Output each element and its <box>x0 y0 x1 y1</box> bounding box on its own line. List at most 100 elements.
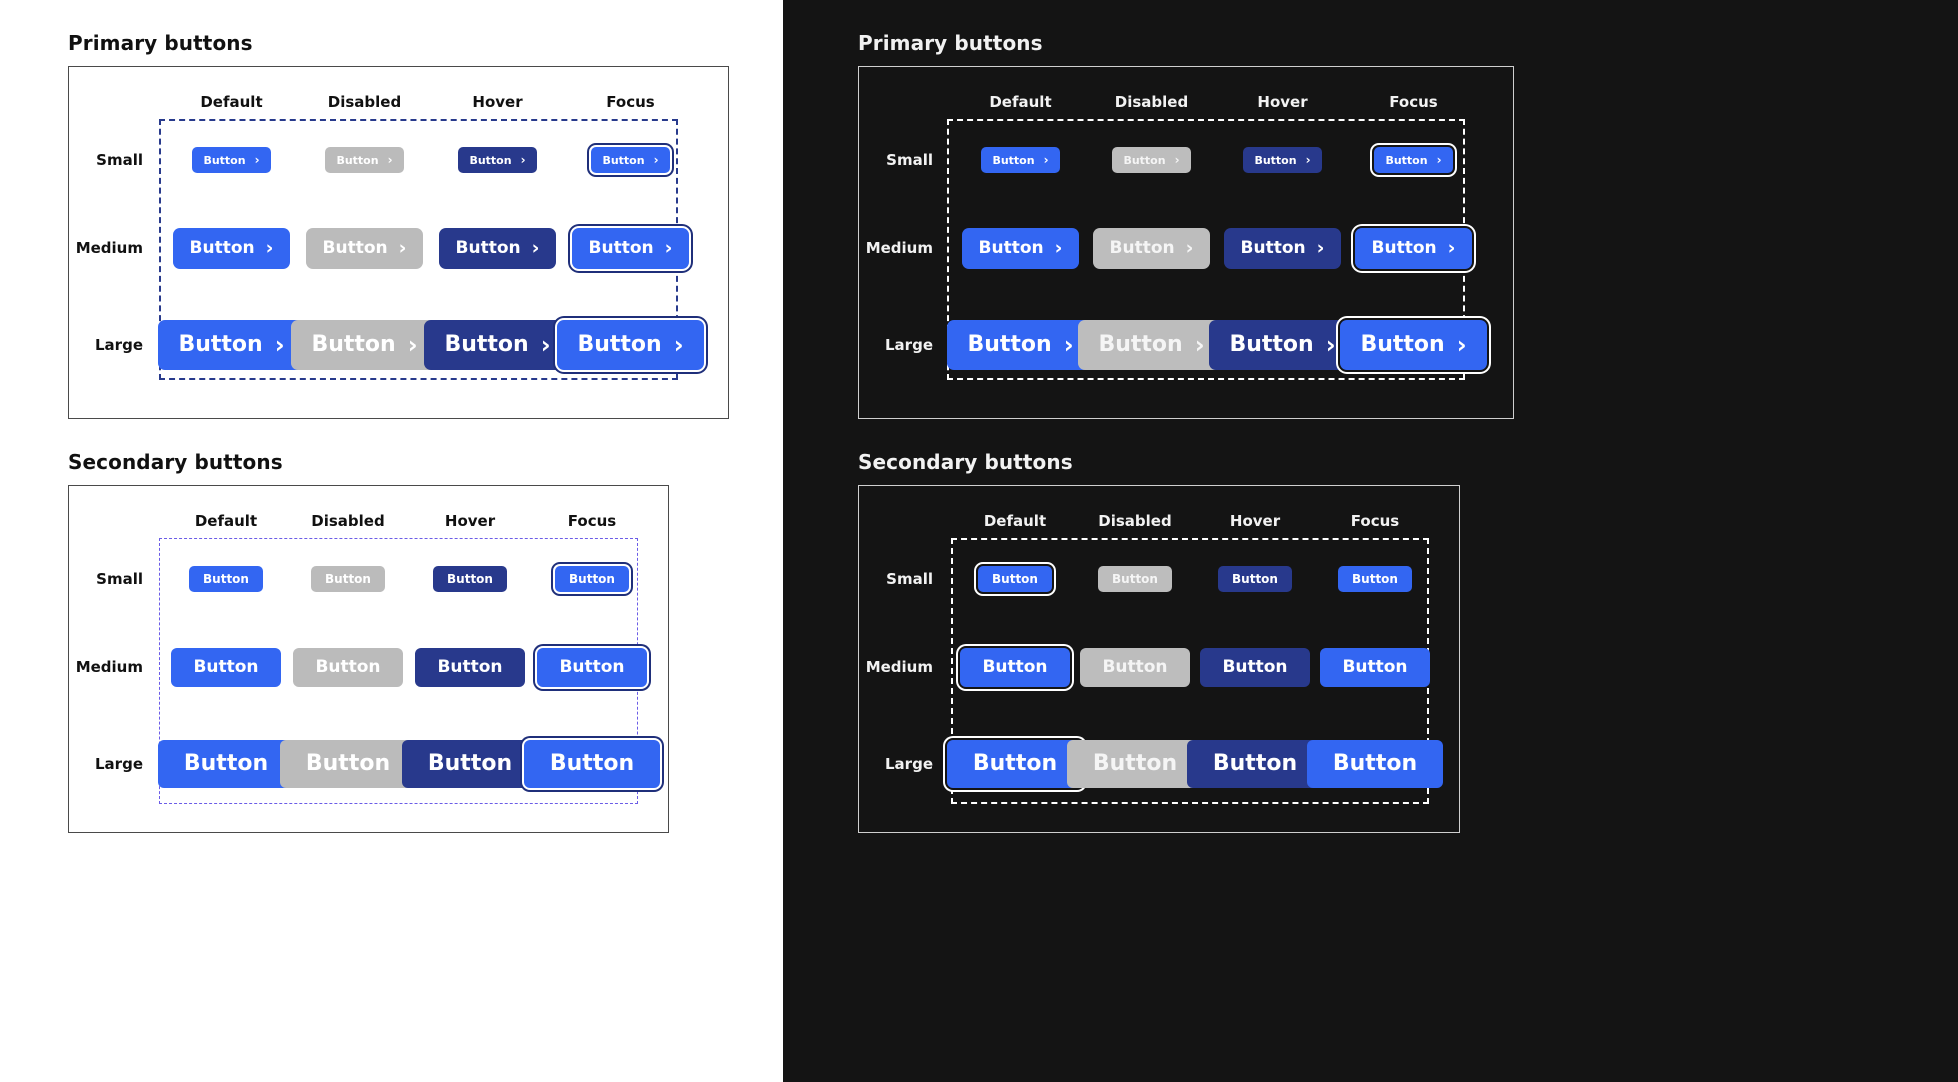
button-label: Button <box>189 237 255 258</box>
primary-button-large-default[interactable]: Button› <box>158 320 305 370</box>
button-label: Button <box>178 332 263 357</box>
row-label-small: Small <box>96 570 143 588</box>
secondary-button-medium-default[interactable]: Button <box>960 647 1070 687</box>
primary-button-small-focus[interactable]: Button› <box>1374 147 1453 173</box>
matrix-cell: Button <box>157 712 295 816</box>
secondary-button-medium-disabled: Button <box>1080 647 1190 687</box>
button-label: Button <box>469 153 512 167</box>
matrix-cell: Button› <box>158 293 305 397</box>
button-label: Button <box>203 153 246 167</box>
button-label: Button <box>183 751 269 776</box>
matrix-cell: Button› <box>1348 203 1479 293</box>
button-label: Button <box>559 656 625 677</box>
matrix-cell: Button <box>946 712 1084 816</box>
matrix-cell: Button› <box>1209 293 1356 397</box>
matrix-cell: Button <box>531 536 653 622</box>
secondary-button-small-default[interactable]: Button <box>978 566 1052 592</box>
chevron-right-icon: › <box>531 236 540 259</box>
primary-button-large-focus[interactable]: Button› <box>557 320 704 370</box>
primary-button-large-default[interactable]: Button› <box>947 320 1094 370</box>
primary-button-small-default[interactable]: Button› <box>981 147 1060 173</box>
row-label-large: Large <box>95 755 143 773</box>
chevron-right-icon: › <box>1325 331 1336 359</box>
button-label: Button <box>982 656 1048 677</box>
section-title: Secondary buttons <box>68 450 283 474</box>
matrix-corner-spacer <box>863 67 955 117</box>
button-label: Button <box>325 572 371 586</box>
matrix-cell: Button <box>1186 712 1324 816</box>
chevron-right-icon: › <box>520 153 526 167</box>
secondary-button-large-focus[interactable]: Button <box>1306 740 1444 788</box>
primary-button-medium-focus[interactable]: Button› <box>571 227 690 269</box>
primary-button-large-disabled: Button› <box>1078 320 1225 370</box>
primary-button-small-disabled: Button› <box>325 147 404 173</box>
button-label: Button <box>588 237 654 258</box>
button-label: Button <box>1112 572 1158 586</box>
button-label: Button <box>1385 153 1428 167</box>
button-label: Button <box>1254 153 1297 167</box>
primary-button-small-hover[interactable]: Button › <box>1243 147 1322 173</box>
primary-button-medium-default[interactable]: Button › <box>172 227 291 269</box>
primary-button-large-hover[interactable]: Button› <box>424 320 571 370</box>
chevron-right-icon: › <box>265 236 274 259</box>
secondary-button-medium-focus[interactable]: Button <box>1320 647 1430 687</box>
matrix-cell: Button <box>165 536 287 622</box>
button-label: Button <box>992 572 1038 586</box>
button-label: Button <box>305 751 391 776</box>
button-label: Button <box>1352 572 1398 586</box>
primary-button-small-default[interactable]: Button› <box>192 147 271 173</box>
matrix-cell: Button <box>1306 712 1444 816</box>
secondary-button-large-hover[interactable]: Button <box>401 740 539 788</box>
matrix-cell: Button› <box>298 203 431 293</box>
secondary-button-medium-hover[interactable]: Button <box>415 647 525 687</box>
chevron-right-icon: › <box>1305 153 1311 167</box>
primary-button-medium-focus[interactable]: Button› <box>1354 227 1473 269</box>
chevron-right-icon: › <box>387 153 393 167</box>
matrix-cell: Button <box>287 536 409 622</box>
secondary-button-small-hover[interactable]: Button <box>1218 566 1292 592</box>
row-label-medium: Medium <box>865 658 933 676</box>
button-label: Button <box>311 332 396 357</box>
secondary-button-large-default[interactable]: Button <box>157 740 295 788</box>
matrix-cell: Button› <box>1086 117 1217 203</box>
primary-button-medium-default[interactable]: Button› <box>961 227 1080 269</box>
button-label: Button <box>978 237 1044 258</box>
row-label-large: Large <box>885 336 933 354</box>
matrix-cell: Button› <box>298 117 431 203</box>
secondary-button-medium-focus[interactable]: Button <box>537 647 647 687</box>
button-label: Button <box>1092 751 1178 776</box>
secondary-button-medium-hover[interactable]: Button <box>1200 647 1310 687</box>
primary-button-large-hover[interactable]: Button› <box>1209 320 1356 370</box>
matrix-cell: Button <box>955 622 1075 712</box>
button-label: Button <box>1212 751 1298 776</box>
primary-button-small-hover[interactable]: Button › <box>458 147 537 173</box>
column-header-hover: Hover <box>1257 93 1308 111</box>
secondary-button-small-default[interactable]: Button <box>189 566 263 592</box>
matrix-cell: Button <box>531 622 653 712</box>
primary-button-small-disabled: Button› <box>1112 147 1191 173</box>
section-title: Secondary buttons <box>858 450 1073 474</box>
section-title: Primary buttons <box>858 31 1043 55</box>
secondary-button-medium-default[interactable]: Button <box>171 647 281 687</box>
primary-button-small-focus[interactable]: Button› <box>591 147 670 173</box>
button-label: Button <box>602 153 645 167</box>
secondary-button-small-focus[interactable]: Button <box>555 566 629 592</box>
column-header-default: Default <box>200 93 263 111</box>
secondary-button-small-focus[interactable]: Button <box>1338 566 1412 592</box>
column-header-default: Default <box>983 512 1047 530</box>
secondary-button-large-hover[interactable]: Button <box>1186 740 1324 788</box>
matrix-cell: Button › <box>1217 117 1348 203</box>
primary-button-large-focus[interactable]: Button› <box>1340 320 1487 370</box>
secondary-button-large-focus[interactable]: Button <box>523 740 661 788</box>
matrix-cell: Button› <box>1086 203 1217 293</box>
primary-button-medium-hover[interactable]: Button› <box>1223 227 1342 269</box>
primary-button-medium-hover[interactable]: Button› <box>438 227 557 269</box>
secondary-button-large-default[interactable]: Button <box>946 740 1084 788</box>
secondary-button-small-hover[interactable]: Button <box>433 566 507 592</box>
